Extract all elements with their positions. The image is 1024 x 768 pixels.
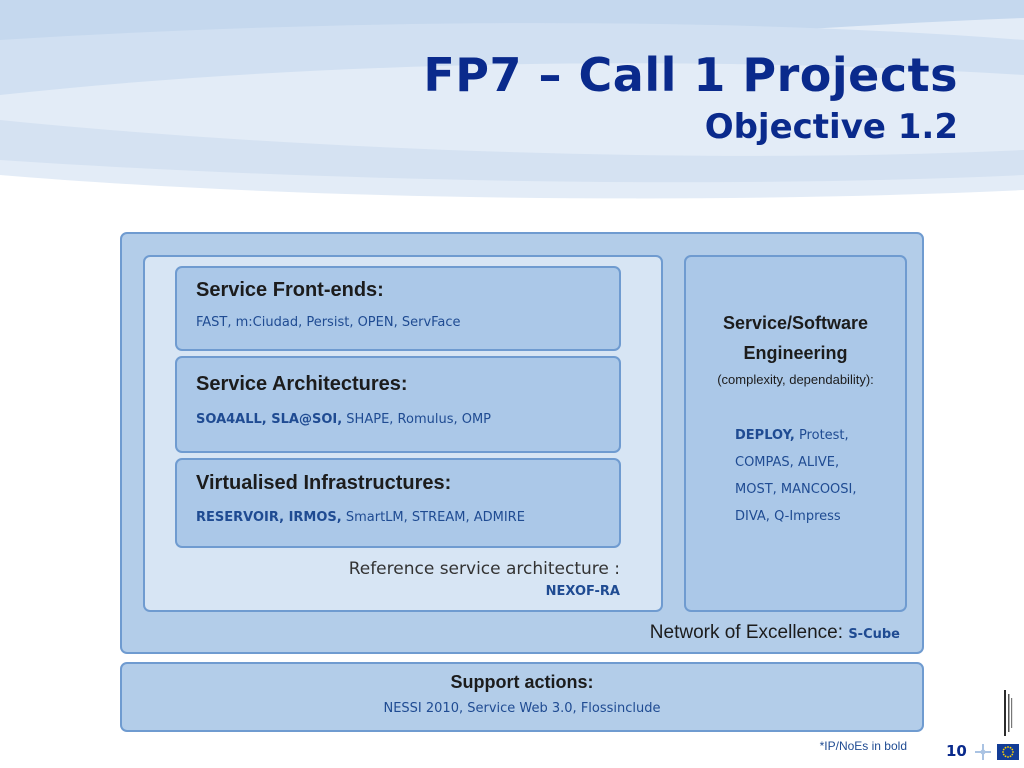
eu-flag-icon — [997, 744, 1019, 760]
software-engineering-projects-3: MOST, MANCOOSI, — [735, 482, 857, 497]
software-engineering-subheading: (complexity, dependability): — [717, 372, 874, 387]
virtualised-infrastructures-projects: RESERVOIR, IRMOS, SmartLM, STREAM, ADMIR… — [196, 510, 525, 525]
ornament-cross-icon — [975, 744, 991, 760]
software-engineering-heading-2: Engineering — [743, 343, 848, 363]
virtualised-infrastructures-box — [175, 458, 621, 548]
software-engineering-bold-project: DEPLOY, — [735, 428, 795, 443]
service-architectures-heading: Service Architectures: — [196, 373, 408, 395]
service-architectures-projects: SOA4ALL, SLA@SOI, SHAPE, Romulus, OMP — [196, 412, 491, 427]
software-engineering-projects-1: DEPLOY, Protest, — [735, 428, 849, 443]
software-engineering-projects-2: COMPAS, ALIVE, — [735, 455, 840, 470]
service-frontends-projects: FAST, m:Ciudad, Persist, OPEN, ServFace — [196, 315, 461, 330]
software-engineering-box — [684, 255, 907, 612]
noe-project: S-Cube — [848, 627, 900, 642]
virtualised-infrastructures-bold-projects: RESERVOIR, IRMOS, — [196, 510, 342, 525]
european-commission-logo — [1004, 690, 1013, 736]
page-title: FP7 – Call 1 Projects — [423, 48, 958, 102]
support-actions-projects: NESSI 2010, Service Web 3.0, Flossinclud… — [383, 701, 661, 716]
service-frontends-box — [175, 266, 621, 351]
reference-architecture-label: Reference service architecture : — [348, 559, 620, 579]
noe-label-text: Network of Excellence: — [649, 622, 849, 643]
software-engineering-projects-4: DIVA, Q-Impress — [735, 509, 841, 524]
network-of-excellence-label: Network of Excellence: S-Cube — [650, 622, 900, 644]
service-architectures-other-projects: SHAPE, Romulus, OMP — [342, 412, 492, 427]
service-architectures-bold-projects: SOA4ALL, SLA@SOI, — [196, 412, 343, 427]
service-frontends-heading: Service Front-ends: — [196, 279, 384, 301]
virtualised-infrastructures-other-projects: SmartLM, STREAM, ADMIRE — [341, 510, 525, 525]
virtualised-infrastructures-heading: Virtualised Infrastructures: — [196, 472, 452, 494]
support-actions-heading: Support actions: — [450, 672, 594, 692]
page-subtitle: Objective 1.2 — [704, 107, 958, 147]
software-engineering-line1: Protest, — [794, 428, 849, 443]
page-number: 10 — [946, 742, 967, 760]
header-background — [0, 0, 1024, 215]
software-engineering-heading-1: Service/Software — [722, 313, 869, 333]
reference-architecture-project: NEXOF-RA — [545, 584, 620, 599]
support-actions-box — [120, 662, 924, 732]
footnote: *IP/NoEs in bold — [819, 739, 907, 753]
service-architectures-box — [175, 356, 621, 453]
